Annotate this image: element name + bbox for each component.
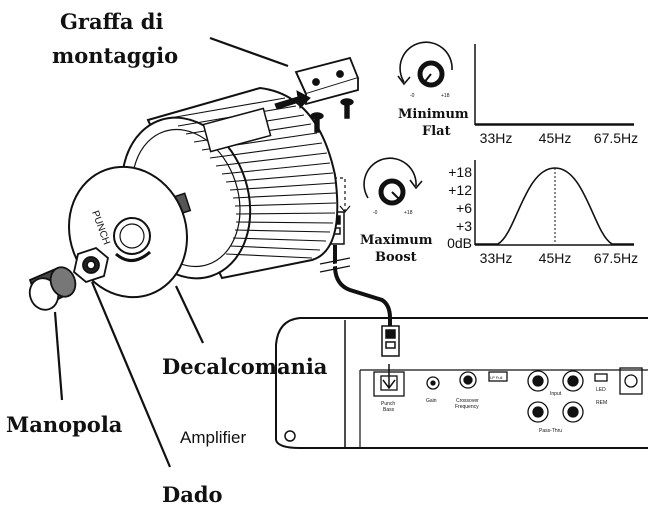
leader-bracket	[209, 36, 289, 68]
mounting-bracket	[294, 56, 360, 106]
mounting-screws	[310, 98, 354, 133]
rem-terminal	[619, 367, 643, 395]
y-tick-label: +3	[456, 218, 472, 234]
knob-min-scale-min: -0	[410, 93, 415, 99]
amp-punch-bass-label-1: Punch	[381, 401, 395, 407]
connector-bottom	[381, 325, 400, 357]
amplifier-body	[275, 317, 648, 449]
amplifier-label: Amplifier	[180, 428, 246, 447]
housing-label-plate	[202, 107, 272, 153]
knob	[28, 266, 77, 311]
leader-decal	[175, 285, 204, 344]
passthru-jack-r	[562, 401, 584, 423]
knob-max-scale-max: +18	[404, 210, 413, 216]
amp-gain-label: Gain	[426, 398, 437, 404]
amp-led-label: LED	[596, 387, 606, 393]
xover-switch	[488, 371, 508, 382]
x-tick-label: 45Hz	[539, 250, 572, 266]
x-tick-label: 67.5Hz	[594, 130, 638, 146]
crossover-knob	[459, 371, 477, 389]
label-bracket-line1: Graffa di	[60, 9, 163, 34]
leader-nut	[90, 281, 172, 468]
led-indicator	[594, 373, 608, 382]
amp-xover-switch-label: LP Full	[490, 375, 502, 380]
nut	[73, 246, 109, 284]
remote-cable	[317, 245, 392, 330]
knob-min-scale-max: +18	[441, 93, 450, 99]
label-bracket-line2: montaggio	[52, 43, 178, 68]
response-chart-flat: 33Hz 45Hz 67.5Hz	[474, 44, 638, 146]
amp-punch-bass-label-2: Bass	[383, 407, 395, 413]
knob-max-icon	[363, 157, 423, 206]
y-tick-label: +12	[448, 182, 472, 198]
knob-min-icon	[397, 41, 453, 88]
knob-min-label-2: Flat	[422, 124, 451, 139]
label-knob: Manopola	[6, 412, 123, 437]
input-jack-l	[527, 370, 549, 392]
knob-max-scale-min: -0	[373, 210, 378, 216]
x-tick-label: 33Hz	[480, 130, 513, 146]
x-tick-label: 45Hz	[539, 130, 572, 146]
y-tick-label: 0dB	[447, 235, 472, 251]
leader-lines	[53, 36, 289, 468]
y-tick-label: +18	[448, 164, 472, 180]
input-jack-r	[562, 370, 584, 392]
knob-max-label-1: Maximum	[360, 233, 433, 248]
y-tick-label: +6	[456, 200, 472, 216]
leader-knob	[53, 311, 64, 401]
amp-rem-label: REM	[596, 400, 607, 406]
arrow-into-amp	[382, 364, 396, 390]
amp-crossover-label-2: Frequency	[455, 404, 479, 410]
bracket-arrow	[274, 90, 311, 110]
label-nut: Dado	[162, 482, 223, 507]
label-decal: Decalcomania	[162, 354, 328, 379]
amp-panel	[373, 367, 643, 423]
knob-max-label-2: Boost	[375, 250, 417, 265]
amp-input-label: Input	[550, 391, 562, 397]
amp-crossover-label-1: Crossover	[456, 398, 479, 404]
passthru-jack-l	[527, 401, 549, 423]
gain-knob	[426, 376, 440, 390]
x-tick-label: 33Hz	[480, 250, 513, 266]
amp-passthru-label: Pass-Thru	[539, 428, 562, 434]
knob-min-label-1: Minimum	[398, 107, 469, 122]
x-tick-label: 67.5Hz	[594, 250, 638, 266]
